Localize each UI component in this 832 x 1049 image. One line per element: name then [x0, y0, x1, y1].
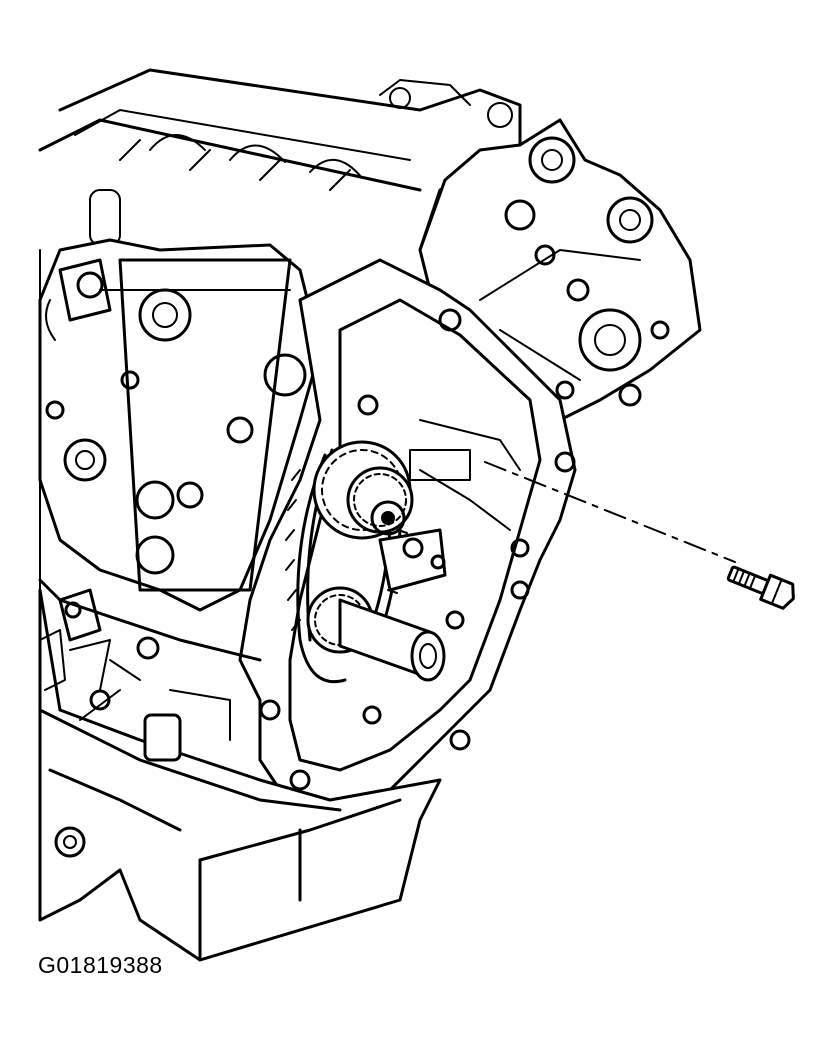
engine-block-lower — [38, 578, 442, 962]
chain-tensioner — [378, 528, 447, 592]
install-bolt-group — [484, 461, 795, 610]
bolt-icon — [726, 565, 795, 610]
cam-sprocket — [312, 440, 414, 540]
crank-sprocket — [306, 586, 446, 682]
timing-chain-assembly — [285, 440, 447, 683]
left-cylinder-head — [38, 238, 322, 612]
figure-id-label: G01819388 — [38, 952, 163, 978]
